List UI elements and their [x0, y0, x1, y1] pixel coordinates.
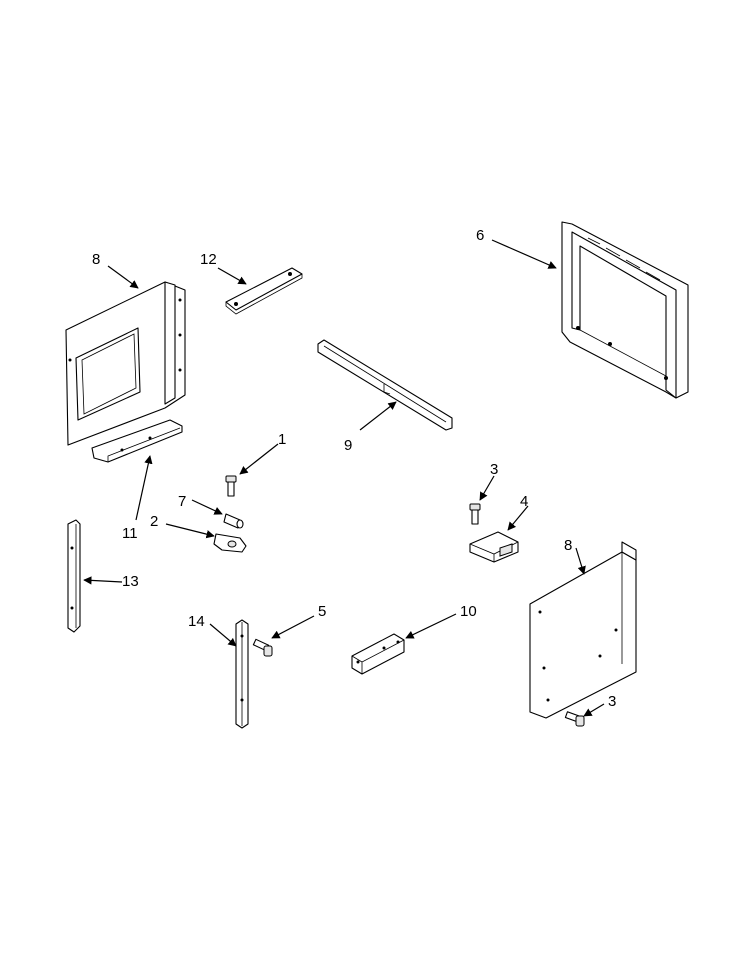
- part-5-screw: [252, 638, 273, 657]
- leader-lines: [83, 239, 605, 717]
- callout-11: 10: [460, 603, 477, 620]
- part-3-screw-upper: [469, 503, 481, 525]
- part-3-screw-lower: [564, 711, 585, 727]
- part-14-strip: [235, 619, 249, 729]
- callout-4: 4: [520, 493, 528, 510]
- callout-10: 11: [122, 525, 138, 542]
- callout-7: 6: [476, 227, 484, 244]
- part-11-bracket: [351, 633, 405, 675]
- part-4-module: [469, 531, 519, 563]
- part-8-right-panel: [529, 541, 637, 719]
- part-2-hinge: [213, 533, 247, 553]
- callout-3-lower: 3: [608, 693, 616, 710]
- callout-14: 14: [188, 613, 205, 630]
- callout-9: 9: [344, 437, 352, 454]
- callout-labels: 8 12 6 9 11 1 7 2 3 4 8 13 14 5 10 3: [92, 227, 616, 710]
- part-1-screw: [225, 475, 237, 497]
- callout-6: 7: [178, 493, 186, 510]
- part-8-left-panel: [65, 281, 186, 446]
- callout-8-right: 8: [564, 537, 572, 554]
- part-6-pin: [223, 513, 244, 529]
- callout-5: 5: [318, 603, 326, 620]
- part-7-right-panel: [561, 221, 689, 399]
- part-10-bracket: [91, 419, 183, 463]
- callout-13: 13: [122, 573, 139, 590]
- part-12-plate: [225, 267, 303, 315]
- callout-8-left: 8: [92, 251, 100, 268]
- callout-2: 2: [150, 513, 158, 530]
- part-13-rail: [67, 519, 81, 633]
- callout-3-upper: 3: [490, 461, 498, 478]
- part-9-strip: [317, 339, 453, 431]
- callout-12: 12: [200, 251, 217, 268]
- callout-1: 1: [278, 431, 286, 448]
